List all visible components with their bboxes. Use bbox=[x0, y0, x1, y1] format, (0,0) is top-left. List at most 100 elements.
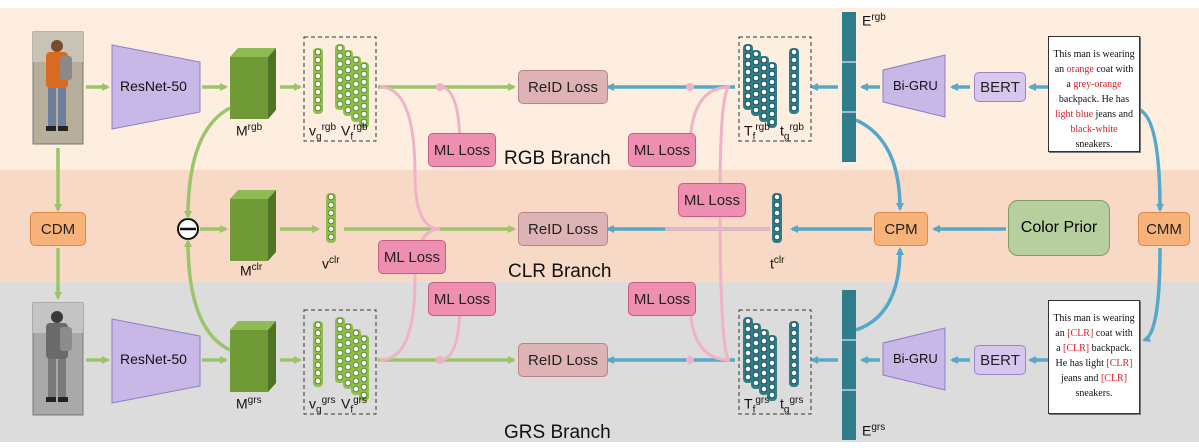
vf-rgb-vector bbox=[359, 62, 369, 128]
m-rgb-cube bbox=[230, 48, 276, 119]
v-clr-label: vclr bbox=[322, 255, 340, 272]
vg-grs-label: vggrs bbox=[309, 395, 336, 416]
cmm-label: CMM bbox=[1146, 220, 1182, 238]
bigru-rgb-label: Bi-GRU bbox=[893, 78, 938, 93]
cdm-label: CDM bbox=[40, 220, 76, 238]
t-grs-dashed-box bbox=[738, 309, 812, 415]
grs-person-image bbox=[32, 302, 84, 416]
color-prior-box: Color Prior bbox=[1008, 200, 1110, 256]
ml-loss-label: ML Loss bbox=[633, 290, 691, 308]
arrow-text-to-cmm bbox=[1139, 108, 1164, 212]
tf-rgb-vector bbox=[759, 56, 769, 122]
m-grs-label: Mgrs bbox=[236, 395, 262, 412]
vg-rgb-label: vgrgb bbox=[309, 122, 337, 143]
resnet-rgb-block bbox=[111, 44, 201, 130]
tf-grs-label: Tfgrs bbox=[744, 395, 770, 416]
bigru-grs-label: Bi-GRU bbox=[893, 351, 938, 366]
tg-grs-vector bbox=[789, 321, 799, 387]
ml-loss-nodes bbox=[436, 83, 694, 364]
arrow-m-rgb-to-subtract bbox=[184, 106, 231, 219]
ml-loss-box-4: ML Loss bbox=[378, 240, 446, 274]
reid-loss-grs-box: ReID Loss bbox=[518, 343, 608, 377]
vf-grs-vector bbox=[343, 323, 353, 389]
e-rgb-label: Ergb bbox=[862, 12, 886, 29]
arrow-e-rgb-to-cpm bbox=[855, 118, 904, 211]
vf-rgb-vector bbox=[335, 44, 345, 110]
vf-rgb-vector bbox=[351, 56, 361, 122]
feature-vectors bbox=[313, 44, 799, 401]
bert-rgb-box: BERT bbox=[974, 72, 1026, 102]
reid-loss-label: ReID Loss bbox=[527, 220, 599, 238]
ml-loss-label: ML Loss bbox=[433, 290, 491, 308]
m-clr-label: Mclr bbox=[240, 262, 263, 279]
tf-grs-vector bbox=[743, 317, 753, 383]
resnet-rgb-label: ResNet-50 bbox=[120, 78, 187, 94]
reid-loss-label: ReID Loss bbox=[527, 78, 599, 96]
grs-text-description: This man is wearing an [CLR] coat with a… bbox=[1048, 300, 1140, 414]
reid-loss-rgb-box: ReID Loss bbox=[518, 70, 608, 104]
ml-loss-box-2: ML Loss bbox=[628, 133, 696, 167]
tf-grs-vector bbox=[759, 329, 769, 395]
arrow-m-grs-to-subtract bbox=[184, 239, 231, 352]
clr-branch-title: CLR Branch bbox=[508, 261, 612, 282]
e-rgb-bar bbox=[842, 12, 856, 162]
vf-grs-label: Vfgrs bbox=[341, 395, 368, 416]
t-clr-vector bbox=[772, 193, 782, 243]
rgb-branch-title: RGB Branch bbox=[504, 148, 611, 169]
m-grs-cube bbox=[230, 321, 276, 392]
bigru-rgb-block bbox=[882, 54, 946, 118]
subtract-symbol bbox=[177, 218, 199, 240]
ml-loss-label: ML Loss bbox=[383, 248, 441, 266]
vf-grs-vector bbox=[335, 317, 345, 383]
tg-rgb-vector bbox=[789, 48, 799, 114]
ml-loss-box-5: ML Loss bbox=[428, 282, 496, 316]
vf-grs-vector bbox=[351, 329, 361, 395]
reid-loss-clr-box: ReID Loss bbox=[518, 212, 608, 246]
color-prior-label: Color Prior bbox=[1020, 219, 1098, 236]
e-grs-label: Egrs bbox=[862, 422, 886, 439]
tf-grs-vector bbox=[767, 335, 777, 401]
rgb-text-description: This man is wearing an orange coat with … bbox=[1048, 36, 1140, 152]
tf-rgb-label: Tfrgb bbox=[744, 122, 770, 143]
cpm-label: CPM bbox=[884, 220, 918, 238]
bert-label: BERT bbox=[980, 78, 1020, 96]
arrow-e-grs-to-cpm bbox=[855, 247, 904, 332]
tg-grs-label: tggrs bbox=[780, 395, 804, 416]
grs-branch-title: GRS Branch bbox=[504, 422, 611, 443]
m-rgb-label: Mrgb bbox=[236, 122, 263, 139]
bert-label: BERT bbox=[980, 351, 1020, 369]
t-rgb-dashed-box bbox=[738, 36, 812, 142]
v-grs-dashed-box bbox=[303, 309, 377, 415]
resnet-grs-label: ResNet-50 bbox=[120, 351, 187, 367]
t-clr-label: tclr bbox=[770, 255, 785, 272]
ml-loss-box-6: ML Loss bbox=[628, 282, 696, 316]
rgb-person-image bbox=[32, 31, 84, 145]
vf-rgb-vector bbox=[343, 50, 353, 116]
bert-grs-box: BERT bbox=[974, 345, 1026, 375]
tf-rgb-vector bbox=[743, 44, 753, 110]
ml-loss-label: ML Loss bbox=[633, 141, 691, 159]
tg-rgb-label: tgrgb bbox=[780, 122, 804, 143]
v-clr-vector bbox=[326, 193, 336, 243]
cdm-box: CDM bbox=[30, 212, 86, 246]
bigru-grs-block bbox=[882, 327, 946, 391]
ml-loss-box-1: ML Loss bbox=[428, 133, 496, 167]
e-grs-bar bbox=[842, 290, 856, 440]
v-rgb-dashed-box bbox=[303, 36, 377, 142]
ml-loss-box-3: ML Loss bbox=[678, 183, 746, 217]
cmm-box: CMM bbox=[1138, 212, 1190, 246]
tf-rgb-vector bbox=[767, 62, 777, 128]
reid-loss-label: ReID Loss bbox=[527, 351, 599, 369]
m-clr-cube bbox=[230, 190, 276, 261]
ml-loss-label: ML Loss bbox=[683, 191, 741, 209]
vf-rgb-label: Vfrgb bbox=[341, 122, 368, 143]
tf-rgb-vector bbox=[751, 50, 761, 116]
ml-loss-label: ML Loss bbox=[433, 141, 491, 159]
vf-grs-vector bbox=[359, 335, 369, 401]
cpm-box: CPM bbox=[874, 212, 928, 246]
tf-grs-vector bbox=[751, 323, 761, 389]
vg-rgb-vector bbox=[313, 48, 323, 114]
arrow-cmm-to-grs-text bbox=[1142, 247, 1162, 343]
vg-grs-vector bbox=[313, 321, 323, 387]
resnet-grs-block bbox=[111, 318, 201, 404]
